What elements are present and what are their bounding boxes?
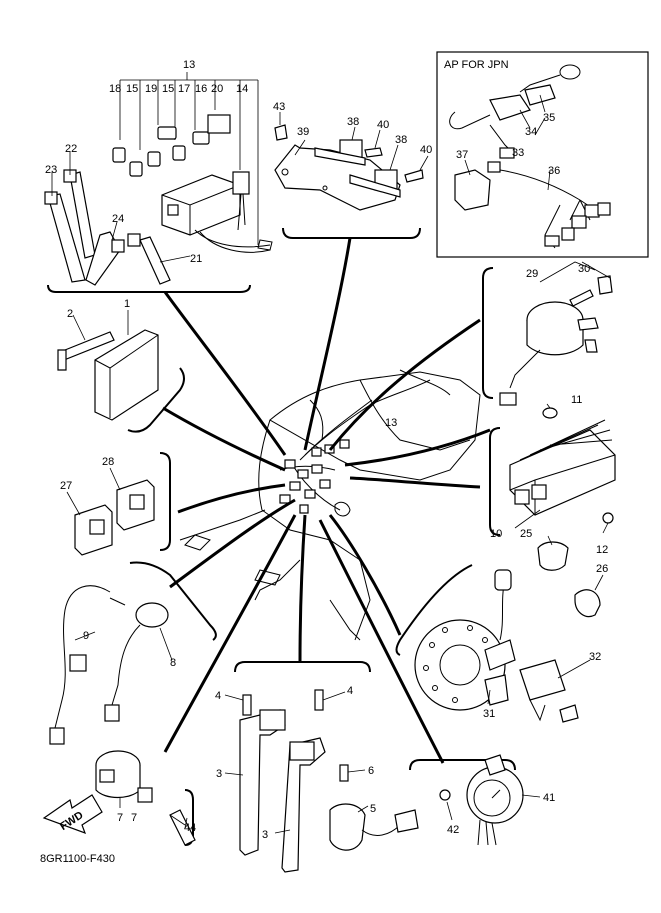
wiring-harness-13 <box>279 379 431 514</box>
jpn-inset-frame <box>436 51 649 258</box>
callout-21: 21 <box>190 253 202 265</box>
callout-20: 20 <box>211 83 223 95</box>
fwd-arrow-icon <box>42 794 103 835</box>
callout-40-b: 40 <box>420 144 432 156</box>
callout-17: 17 <box>178 83 190 95</box>
callout-24: 24 <box>112 213 124 225</box>
callout-4-b: 4 <box>347 685 353 697</box>
ignition-coils-group <box>224 689 346 873</box>
stator-group <box>414 569 591 723</box>
callout-37: 37 <box>456 149 468 161</box>
callout-44: 44 <box>184 822 196 834</box>
callout-34: 34 <box>525 126 537 138</box>
jpn-inset-group <box>436 51 649 258</box>
callout-3-b: 3 <box>262 829 268 841</box>
ecu-group <box>57 310 159 421</box>
callout-9: 9 <box>83 630 89 642</box>
callout-5: 5 <box>370 803 376 815</box>
vehicle-frame <box>179 369 481 641</box>
relay-bracket-group <box>274 112 429 211</box>
callout-32: 32 <box>589 651 601 663</box>
callout-12: 12 <box>596 544 608 556</box>
callout-16: 16 <box>195 83 207 95</box>
callout-3-a: 3 <box>216 768 222 780</box>
group-brackets <box>47 227 516 846</box>
pressure-switch-group <box>95 750 196 846</box>
callout-38-a: 38 <box>347 116 359 128</box>
callout-42: 42 <box>447 824 459 836</box>
callout-23: 23 <box>45 164 57 176</box>
callout-41: 41 <box>543 792 555 804</box>
cam-sensor-group <box>329 764 419 851</box>
callout-25: 25 <box>520 528 532 540</box>
callout-36: 36 <box>548 165 560 177</box>
callout-35: 35 <box>543 112 555 124</box>
callout-38-b: 38 <box>395 134 407 146</box>
callout-22: 22 <box>65 143 77 155</box>
figure-code: 8GR1100-F430 <box>40 853 115 865</box>
callout-18: 18 <box>109 83 121 95</box>
callout-26: 26 <box>596 563 608 575</box>
callout-labels: 13 18 15 19 15 17 16 20 14 22 23 24 21 4… <box>40 59 608 865</box>
horn-group <box>439 754 541 846</box>
sensor-group <box>49 585 173 745</box>
callout-15-b: 15 <box>162 83 174 95</box>
callout-7-a: 7 <box>117 812 123 824</box>
jpn-inset-title: AP FOR JPN <box>444 59 509 71</box>
callout-28: 28 <box>102 456 114 468</box>
callout-4-a: 4 <box>215 690 221 702</box>
callout-lines <box>162 237 491 764</box>
callout-2: 2 <box>67 308 73 320</box>
callout-33: 33 <box>512 147 524 159</box>
callout-15-a: 15 <box>126 83 138 95</box>
rectifier-group <box>509 403 616 618</box>
relays-group <box>66 467 155 556</box>
callout-29: 29 <box>526 268 538 280</box>
main-switch-group <box>499 261 613 406</box>
callout-14: 14 <box>236 83 248 95</box>
callout-30: 30 <box>578 263 590 275</box>
callout-43: 43 <box>273 101 285 113</box>
callout-11: 11 <box>571 394 582 406</box>
callout-31: 31 <box>483 708 495 720</box>
callout-7-b: 7 <box>131 812 137 824</box>
fuse-box-group <box>44 72 273 286</box>
callout-27: 27 <box>60 480 72 492</box>
callout-10: 10 <box>490 528 502 540</box>
callout-6: 6 <box>368 765 374 777</box>
callout-13-top: 13 <box>183 59 195 71</box>
callout-8: 8 <box>170 657 176 669</box>
callout-40-a: 40 <box>377 119 389 131</box>
callout-19: 19 <box>145 83 157 95</box>
callout-1: 1 <box>124 298 130 310</box>
callout-39: 39 <box>297 126 309 138</box>
callout-13-center: 13 <box>385 417 397 429</box>
